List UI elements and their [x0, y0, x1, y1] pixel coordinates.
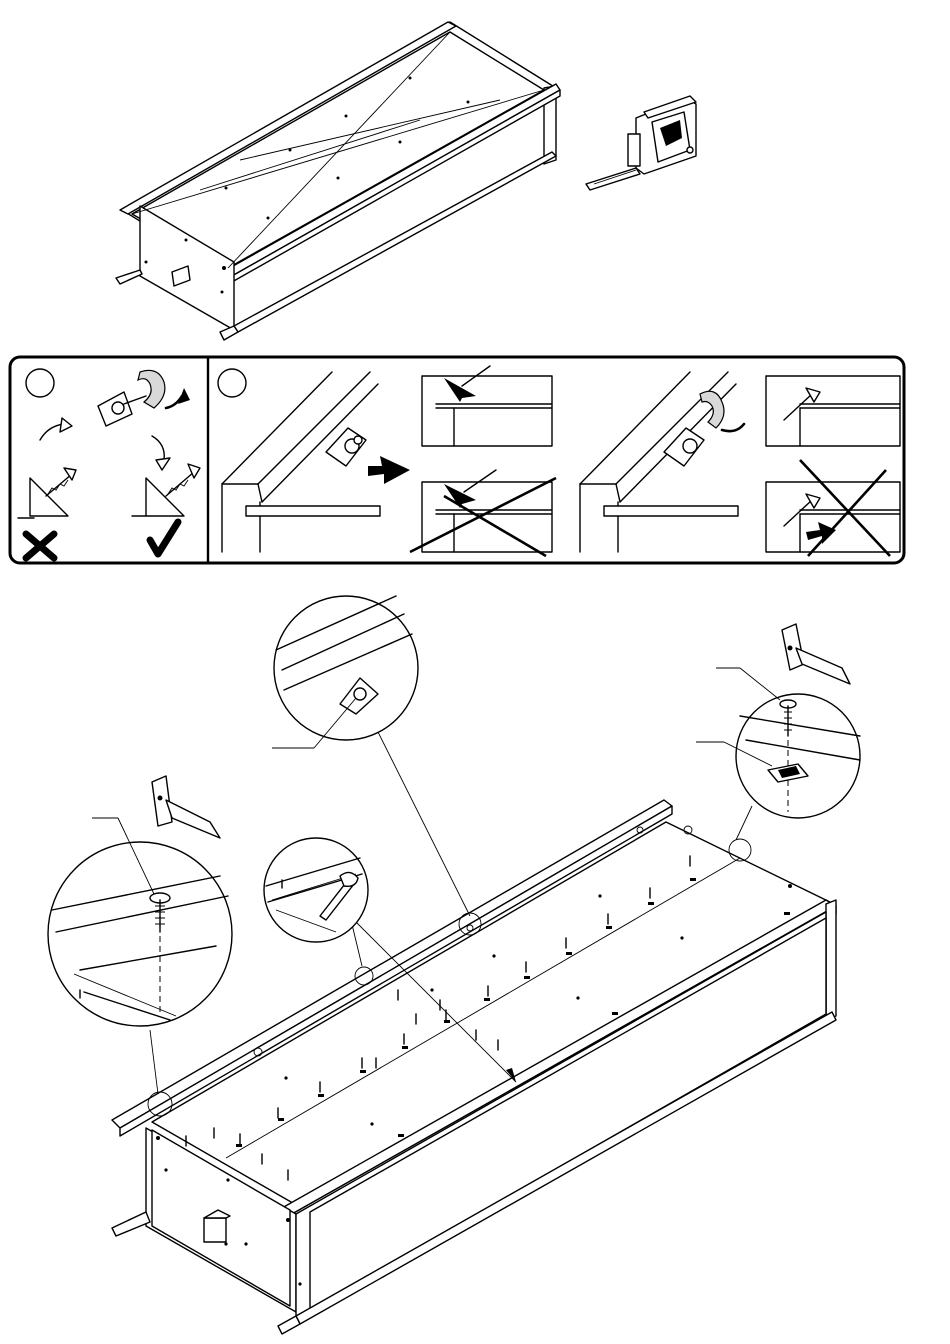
screw-wrong-icon — [18, 468, 76, 518]
corner-block-icon — [326, 428, 366, 466]
step-circle-2 — [218, 369, 246, 397]
step-circle-1 — [26, 369, 54, 397]
detail-box-correct — [422, 366, 552, 446]
curved-arrow-left-icon — [40, 418, 72, 440]
check-mark-icon — [150, 522, 178, 554]
curved-arrow-right-icon — [152, 436, 170, 470]
main-assembly — [112, 724, 836, 1334]
screw-correct-icon — [132, 464, 200, 516]
detail-pencil-marking — [264, 838, 368, 942]
detail-corner-connector — [272, 596, 418, 748]
carcass-top-view — [116, 22, 560, 340]
corner-block-icon — [98, 370, 190, 426]
corner-join-left — [222, 372, 380, 552]
corner-join-right — [580, 372, 744, 552]
detail-screw-right — [696, 668, 860, 818]
detail-box-wrong-2 — [766, 460, 900, 556]
detail-screw-left — [48, 818, 232, 1026]
tape-measure — [586, 96, 696, 190]
cross-mark-icon — [26, 534, 54, 558]
instruction-strip — [10, 357, 904, 563]
detail-box-wrong — [410, 470, 556, 556]
push-arrow-icon — [368, 456, 410, 484]
detail-box-correct-2 — [766, 376, 900, 446]
hammer-icon-right — [782, 624, 850, 684]
hammer-icon-left — [152, 776, 220, 838]
